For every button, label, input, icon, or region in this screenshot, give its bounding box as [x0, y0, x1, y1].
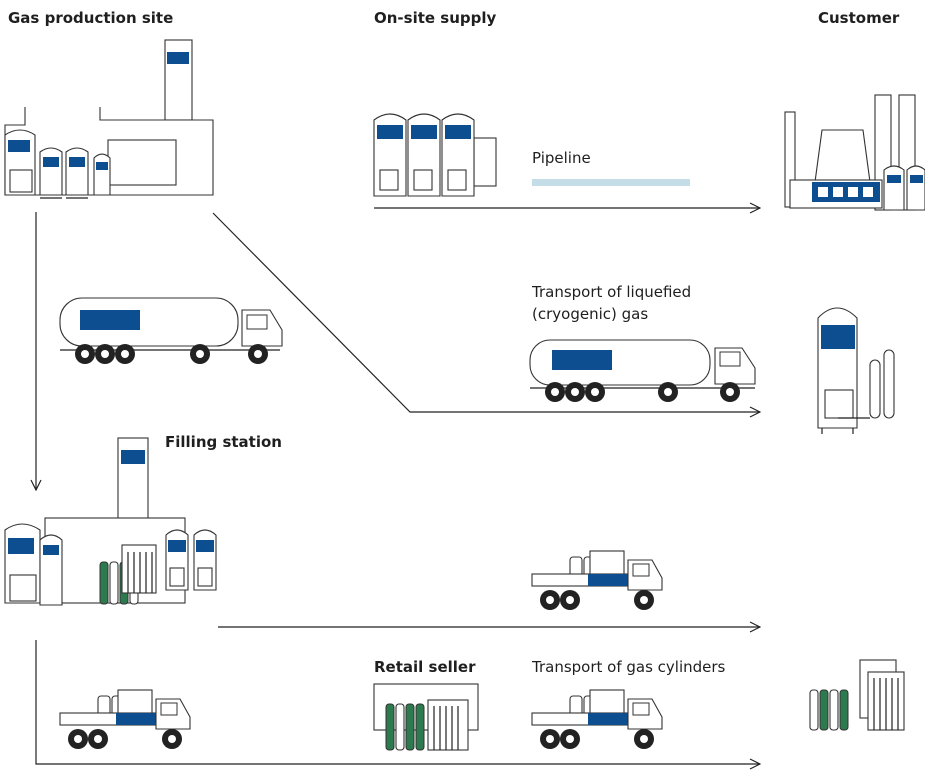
filling-station-icon	[4, 437, 217, 606]
label-transport-liquefied-2: (cryogenic) gas	[532, 305, 649, 323]
label-transport-liquefied-1: Transport of liquefied	[532, 283, 692, 301]
tanker-truck-right-icon	[529, 339, 756, 402]
onsite-tanks-icon	[373, 113, 497, 197]
label-retail-seller: Retail seller	[374, 658, 476, 676]
production-plant-icon	[4, 39, 214, 199]
flow-lines	[36, 208, 760, 764]
cylinder-truck-lower-right-icon	[531, 689, 663, 749]
retail-route-arrow	[35, 640, 760, 764]
tanker-truck-left-icon	[59, 297, 283, 364]
customer-cryo-tank-icon	[817, 307, 895, 434]
label-filling-station: Filling station	[165, 433, 282, 451]
customer-factory-icon	[784, 94, 925, 211]
label-transport-cylinders: Transport of gas cylinders	[532, 658, 726, 676]
cylinder-truck-lower-left-icon	[59, 689, 191, 749]
liquefied-transport-arrow	[212, 212, 760, 412]
customer-cylinders-icon	[809, 659, 905, 731]
pipeline-bar	[532, 179, 690, 186]
header-production: Gas production site	[8, 9, 174, 27]
header-onsite: On-site supply	[374, 9, 497, 27]
cylinder-truck-upper-icon	[531, 550, 663, 610]
header-customer: Customer	[818, 9, 900, 27]
label-pipeline: Pipeline	[532, 149, 591, 167]
retail-seller-shop-icon	[373, 683, 479, 751]
